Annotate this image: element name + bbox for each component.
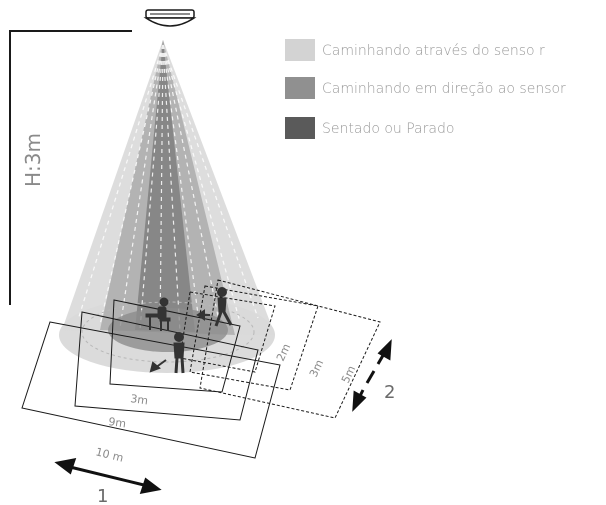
direction-1-label: 1 — [97, 486, 108, 505]
legend-swatch-walking-across — [285, 39, 315, 61]
walking-person-front-icon — [173, 332, 185, 374]
height-label: H:3m — [21, 133, 45, 187]
label-3m-width: 3m — [130, 392, 149, 407]
legend-label-sitting: Sentado ou Parado — [322, 121, 454, 137]
direction-2-arrow-icon — [352, 339, 392, 412]
cone-sitting — [135, 40, 195, 332]
arrow-toward-icon — [196, 309, 210, 321]
zones-dashed-depth — [179, 279, 381, 419]
arrow-across-icon — [149, 359, 167, 373]
label-9m-width: 9m — [108, 415, 127, 430]
direction-1-arrow-icon — [54, 458, 162, 494]
legend-swatch-sitting — [285, 117, 315, 139]
label-5m-depth: 5m — [339, 364, 358, 386]
direction-2-label: 2 — [384, 382, 395, 403]
seated-person-icon — [145, 297, 171, 331]
legend-label-walking-toward: Caminhando em direção ao sensor — [322, 81, 566, 97]
label-2m-depth: 2m — [274, 342, 293, 364]
legend-label-walking-across: Caminhando através do senso r — [322, 43, 545, 59]
ceiling-sensor-icon — [143, 9, 197, 27]
label-3m-depth: 3m — [307, 358, 326, 380]
walking-person-icon — [214, 287, 233, 327]
cone-rays — [77, 44, 259, 333]
zones-walking-toward-across — [21, 299, 281, 459]
legend: Caminhando através do senso r Caminhando… — [285, 39, 566, 139]
label-10m-width: 10 m — [94, 445, 125, 464]
height-bracket — [9, 30, 132, 305]
legend-swatch-walking-toward — [285, 77, 315, 99]
